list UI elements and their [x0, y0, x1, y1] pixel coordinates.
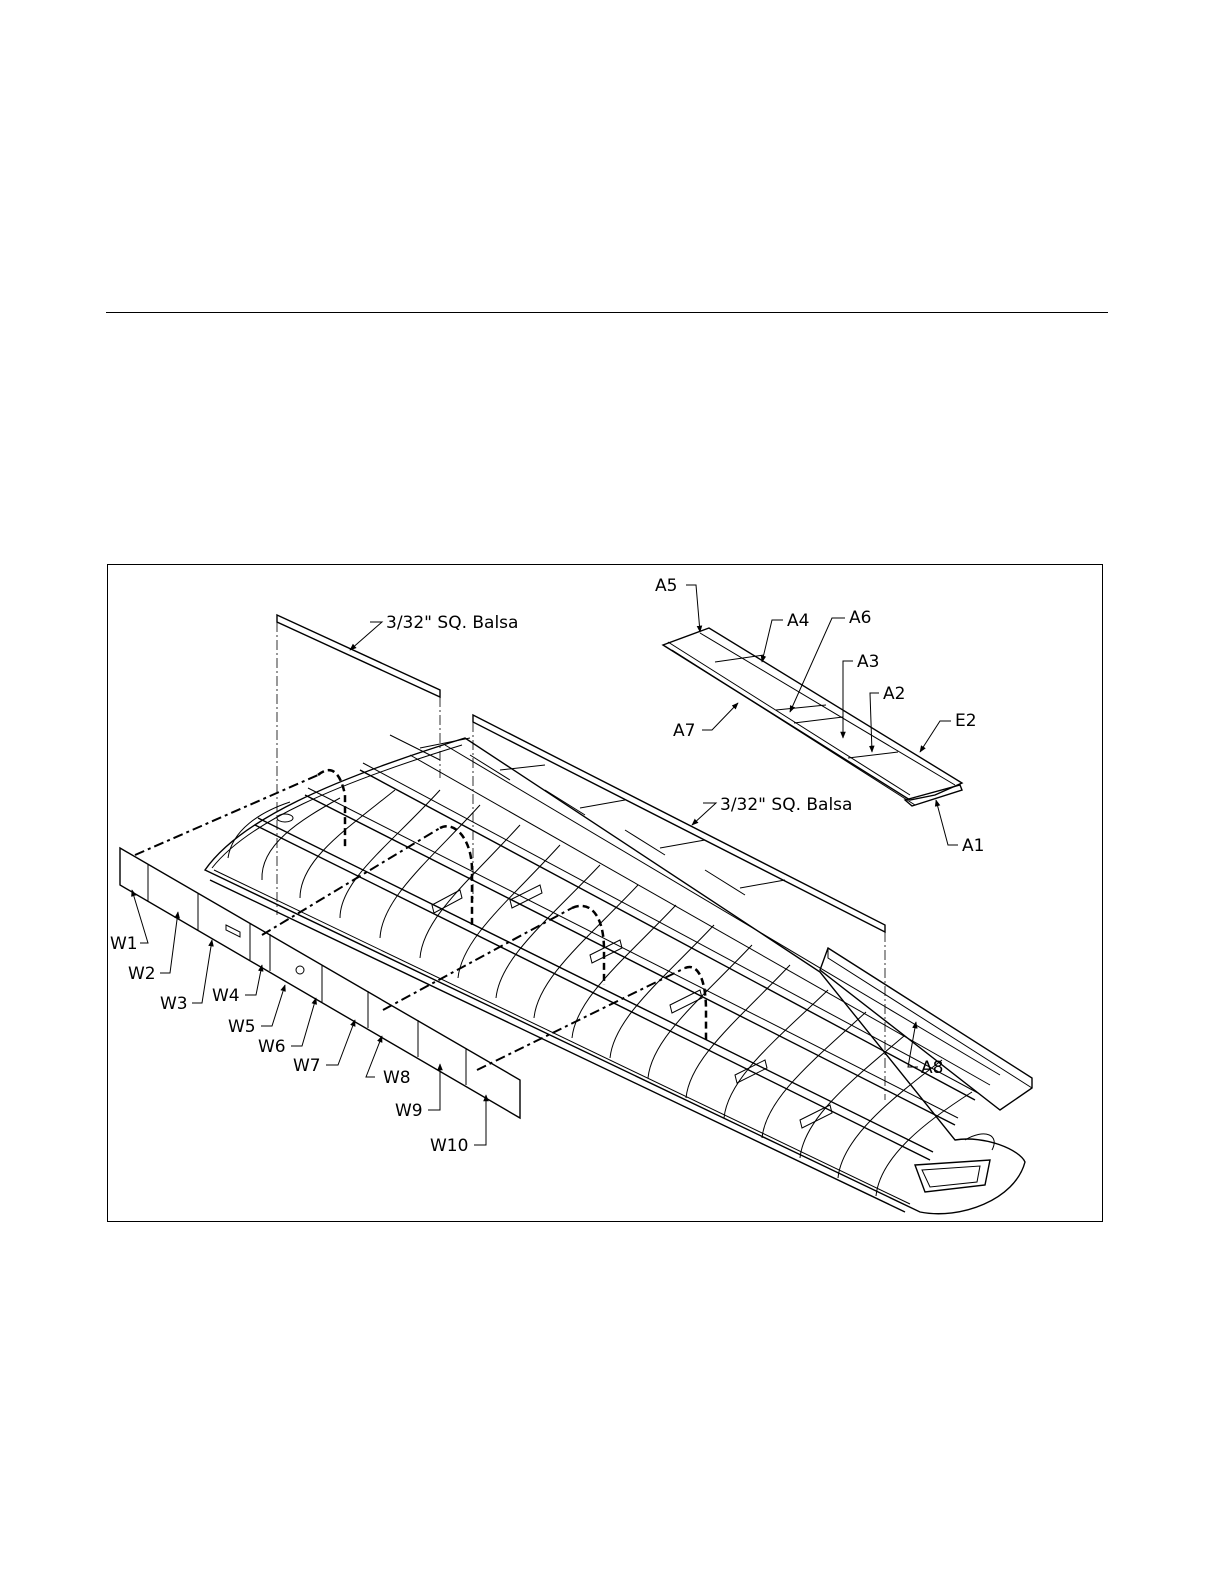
alignment-lines	[135, 770, 706, 1070]
label-E2: E2	[955, 711, 977, 731]
label-balsa-right: 3/32" SQ. Balsa	[720, 795, 852, 815]
label-W3: W3	[160, 994, 188, 1014]
label-A3: A3	[857, 652, 879, 672]
label-W5: W5	[228, 1017, 256, 1037]
label-balsa-top: 3/32" SQ. Balsa	[386, 613, 518, 633]
label-W8: W8	[383, 1068, 411, 1088]
part-labels: 3/32" SQ. Balsa 3/32" SQ. Balsa A5 A4 A6…	[110, 576, 984, 1156]
wing-structure	[205, 735, 1025, 1214]
label-A7: A7	[673, 721, 695, 741]
label-A6: A6	[849, 608, 871, 628]
label-A5: A5	[655, 576, 677, 596]
label-A1: A1	[962, 836, 984, 856]
part-A8-sheet	[820, 948, 1032, 1110]
label-W7: W7	[293, 1056, 321, 1076]
label-W2: W2	[128, 964, 156, 984]
label-W9: W9	[395, 1101, 423, 1121]
label-W1: W1	[110, 934, 138, 954]
balsa-strip-top	[277, 615, 440, 915]
aileron-assembly	[663, 628, 962, 806]
label-W10: W10	[430, 1136, 468, 1156]
label-W6: W6	[258, 1037, 286, 1057]
label-A2: A2	[883, 684, 905, 704]
label-A4: A4	[787, 611, 809, 631]
label-A8: A8	[921, 1058, 943, 1078]
label-W4: W4	[212, 986, 240, 1006]
